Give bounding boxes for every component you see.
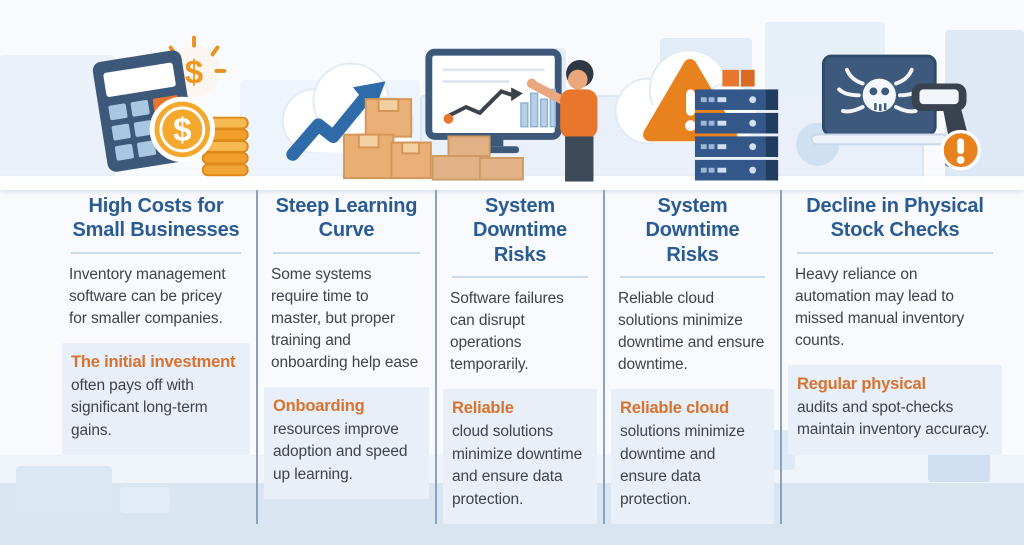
highlight-rest: resources improve adoption and speed up … (273, 420, 408, 483)
highlight-rest: cloud solutions minimize downtime and en… (452, 423, 583, 508)
column-body: Software failures can disrupt operations… (450, 290, 564, 374)
cloud-warning-server-icon (599, 34, 785, 184)
heading-line: Downtime Risks (645, 219, 740, 266)
heading-divider (452, 276, 588, 279)
heading-line: System (657, 195, 728, 217)
highlight-rest: often pays off with significant long-ter… (71, 376, 208, 439)
presentation-icon-cell (425, 2, 603, 184)
heading-divider (797, 251, 993, 254)
column-learning-curve: Steep Learning Curve Some systems requir… (256, 190, 435, 525)
column-body: Some systems require time to master, but… (271, 265, 419, 371)
heading-line: System (485, 195, 555, 217)
highlight-rest: solutions minimize downtime and ensure d… (620, 423, 745, 508)
heading-line: Decline in Physical (806, 195, 984, 217)
downtime-icon-cell (603, 2, 780, 184)
column-high-costs: High Costs for Small Businesses Inventor… (56, 190, 256, 524)
heading-line: Curve (318, 219, 375, 242)
calculator-money-icon: $ (63, 28, 249, 184)
heading-line: Steep Learning (275, 195, 418, 217)
column-body: Reliable cloud solutions minimize downti… (618, 290, 765, 374)
floor-box-shape (16, 466, 112, 512)
heading-line: Small Businesses (72, 219, 240, 242)
column-heading: High Costs for Small Businesses (69, 194, 243, 243)
column-heading: System Downtime Risks (450, 194, 590, 267)
icon-band: $ (56, 2, 1008, 184)
highlight-box: Regular physical audits and spot-checks … (788, 364, 1002, 455)
column-heading: Decline in Physical Stock Checks (795, 194, 995, 243)
column-body: Inventory management software can be pri… (69, 265, 226, 327)
highlight-lead: The initial investment (71, 352, 236, 371)
growth-arrow-cloud-boxes-icon (257, 34, 435, 184)
heading-line: Stock Checks (830, 219, 960, 242)
columns-band: High Costs for Small Businesses Inventor… (56, 190, 1008, 525)
column-heading: Steep Learning Curve (271, 194, 422, 243)
heading-divider (620, 276, 765, 279)
highlight-box: Reliable cloud solutions minimize downti… (443, 389, 597, 525)
heading-line: High Costs for (88, 195, 224, 217)
learning-icon-cell (256, 2, 435, 184)
highlight-box: Reliable cloud solutions minimize downti… (611, 389, 774, 525)
highlight-lead: Reliable cloud (620, 399, 730, 418)
heading-line: Downtime Risks (473, 219, 567, 266)
highlight-lead: Regular physical (797, 374, 926, 393)
highlight-rest: audits and spot-checks maintain inventor… (797, 398, 990, 439)
floor-box-shape (120, 487, 170, 513)
column-downtime-1: System Downtime Risks Software failures … (435, 190, 603, 525)
costs-icon-cell: $ (56, 2, 256, 184)
highlight-lead: Onboarding (273, 396, 365, 415)
highlight-box: The initial investment often pays off wi… (62, 342, 250, 456)
laptop-malware-scanner-icon (796, 34, 992, 184)
stock-checks-icon-cell (780, 2, 1008, 184)
column-body: Heavy reliance on automation may lead to… (795, 265, 965, 349)
highlight-lead: Reliable (452, 399, 514, 418)
column-heading: System Downtime Risks (618, 194, 767, 267)
column-stock-checks: Decline in Physical Stock Checks Heavy r… (780, 190, 1008, 525)
svg-text:$: $ (173, 112, 191, 149)
presenter-chart-screen-icon (421, 34, 617, 184)
heading-divider (273, 251, 420, 254)
highlight-box: Onboarding resources improve adoption an… (264, 386, 429, 500)
column-downtime-2: System Downtime Risks Reliable cloud sol… (603, 190, 780, 525)
svg-text:$: $ (185, 55, 203, 92)
heading-divider (71, 251, 241, 254)
